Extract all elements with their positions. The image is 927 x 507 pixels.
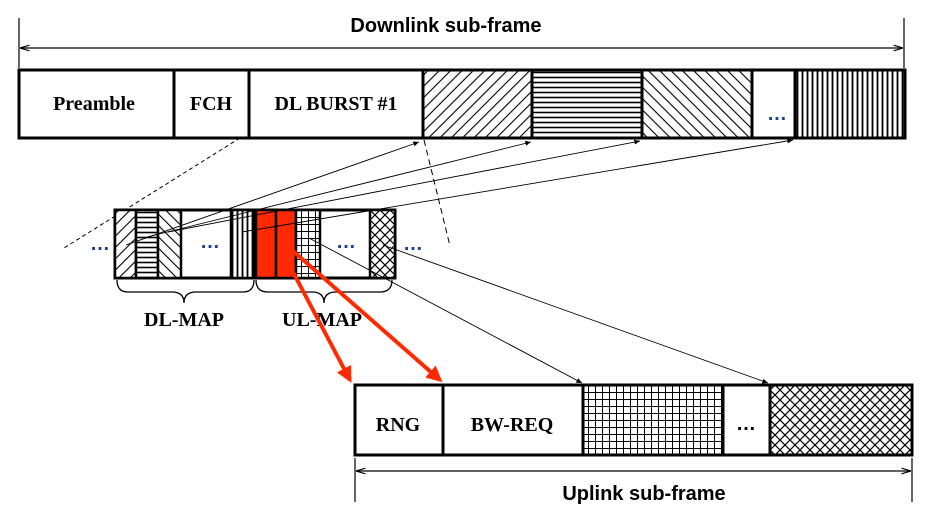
dl-burst-1-label: DL BURST #1 [274,93,397,115]
arrow-bwreq-ie-to-bwreq [291,249,443,383]
dl-burst-last-block [793,68,907,140]
downlink-dimension: Downlink sub-frame [18,15,905,68]
ulmap-ie-last [368,208,397,280]
map-ellipsis-dlmap: … [200,231,220,253]
arrow-dlmap-to-burst2 [125,141,420,246]
zoom-guide-right [423,139,451,247]
ul-ellipsis: … [736,413,756,435]
bwreq-label: BW-REQ [471,414,554,436]
ul-burst-last-block [768,383,914,457]
dlmap-arrows [125,138,794,246]
downlink-title: Downlink sub-frame [350,15,541,37]
fch-label: FCH [190,93,233,115]
dl-burst-3-block [530,68,644,140]
map-ellipsis-left: … [90,233,110,255]
ul-ellipsis-block [721,383,772,457]
dlmap-brace [116,279,255,304]
preamble-label: Preamble [53,93,135,115]
arrow-ulmap-to-ulburst [308,237,583,384]
dlmap-ie-last [229,208,256,280]
dl-burst-1-block [247,68,425,140]
ulmap-ie-burst [294,208,322,280]
dl-ellipsis: … [767,103,787,125]
preamble-block [17,68,176,140]
ul-burst-block [581,383,725,457]
ulmap-label: UL-MAP [282,309,362,331]
arrow-rng-ie-to-rng [282,254,352,383]
dl-burst-4-block [640,68,754,140]
ulmap-brace [255,279,393,304]
map-braces: DL-MAP UL-MAP [116,279,393,331]
map-ellipsis-right: … [403,233,423,255]
arrow-dlmap-to-burst4 [167,139,641,233]
uplink-frame: RNG BW-REQ … [353,383,914,457]
downlink-frame: Preamble FCH DL BURST #1 … [17,68,907,140]
dlmap-ie-2 [134,208,160,280]
rng-block [353,383,445,457]
dl-ellipsis-block [750,68,797,140]
arrow-ulmap-to-ulburst-last [382,244,769,384]
ulmap-ie-rng [254,208,278,280]
uplink-title: Uplink sub-frame [562,483,725,505]
fch-block [172,68,251,140]
dlmap-ie-3 [156,208,183,280]
dl-burst-2-block [421,68,534,140]
arrow-dlmap-to-burst-last [241,138,794,233]
zoom-guides [63,137,451,249]
map-ellipsis-ulmap: … [336,231,356,253]
uplink-dimension: Uplink sub-frame [354,458,913,505]
rng-label: RNG [376,414,421,436]
ulmap-arrows [282,237,769,384]
dlmap-ie-1 [113,208,138,280]
arrow-dlmap-to-burst3 [146,140,532,238]
dlmap-label: DL-MAP [144,309,224,331]
map-strip: … … … … [90,208,423,280]
